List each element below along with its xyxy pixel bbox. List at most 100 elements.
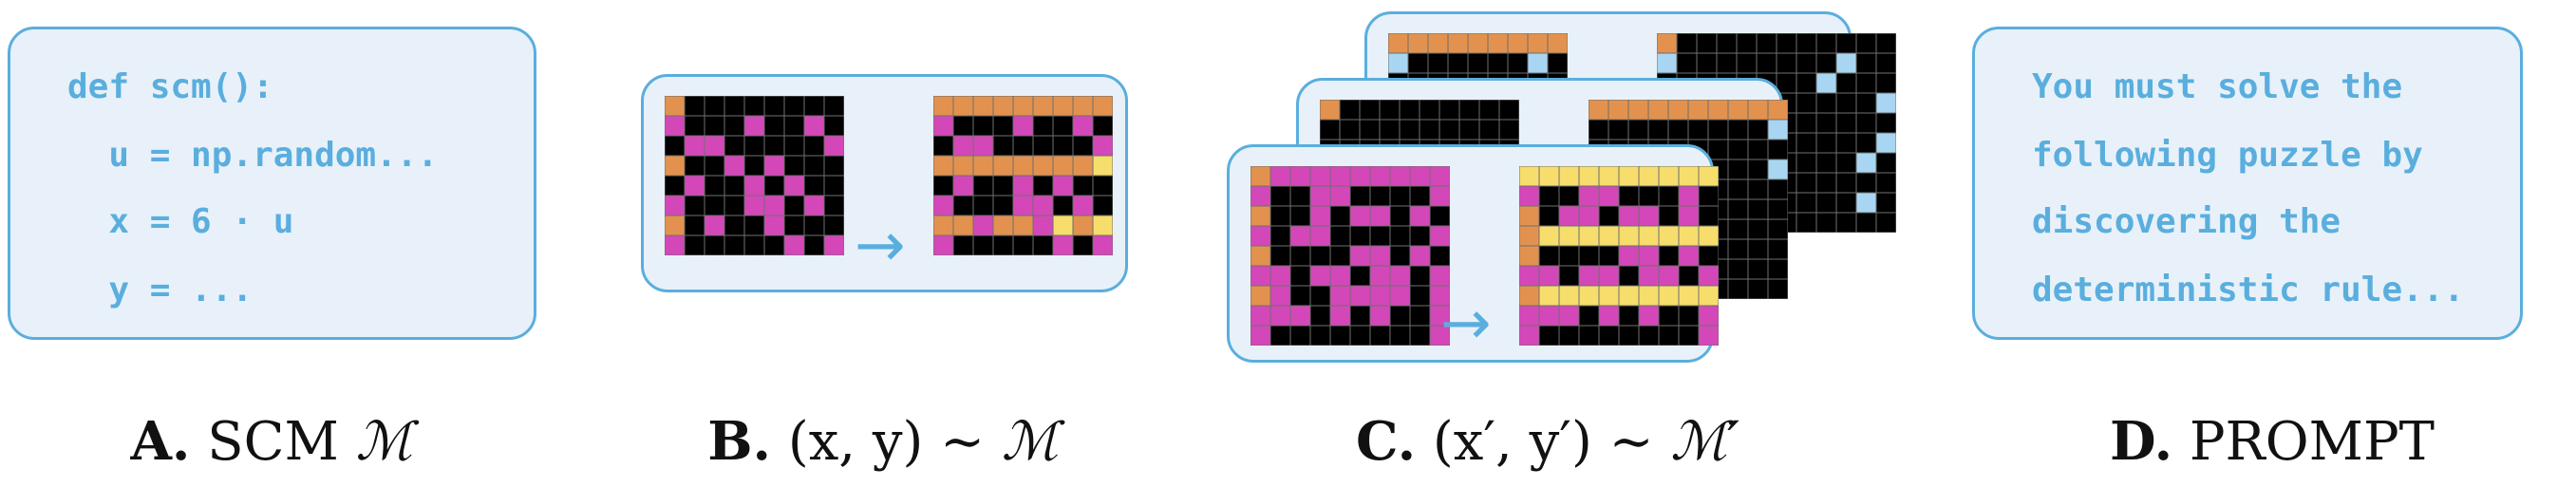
grid-cell — [933, 155, 954, 177]
grid-cell — [1409, 166, 1431, 187]
grid-cell — [1875, 92, 1896, 114]
grid-cell — [1815, 192, 1837, 214]
grid-cell — [1072, 96, 1094, 117]
grid-cell — [743, 115, 765, 137]
grid-cell — [1558, 325, 1580, 346]
grid-cell — [972, 175, 994, 197]
grid-cell — [1796, 112, 1817, 134]
grid-cell — [823, 195, 844, 216]
grid-cell — [1467, 52, 1489, 74]
grid-cell — [1478, 100, 1500, 121]
grid-cell — [1269, 285, 1291, 307]
grid-cell — [1012, 195, 1034, 216]
grid-cell — [1578, 245, 1600, 267]
grid-cell — [972, 215, 994, 236]
grid-cell — [972, 135, 994, 157]
grid-cell — [1558, 166, 1580, 187]
grid-cell — [743, 215, 765, 236]
grid-cell — [783, 96, 805, 117]
grid-cell — [1409, 265, 1431, 287]
grid-cell — [665, 96, 686, 117]
grid-cell — [1389, 166, 1411, 187]
grid-cell — [1767, 258, 1788, 280]
grid-b-output — [933, 96, 1113, 255]
grid-cell — [1052, 175, 1074, 197]
caption-d-letter: D. — [2110, 410, 2173, 473]
grid-cell — [1389, 245, 1411, 267]
grid-cell — [992, 234, 1014, 255]
code-line-4: y = ... — [67, 271, 254, 309]
grid-cell — [1598, 285, 1620, 307]
grid-cell — [1467, 33, 1489, 54]
grid-cell — [783, 155, 805, 177]
grid-cell — [1409, 305, 1431, 327]
caption-c-math: ℳ′ — [1670, 411, 1739, 473]
grid-cell — [1658, 185, 1680, 207]
caption-a-text: SCM — [207, 411, 339, 473]
grid-cell — [992, 215, 1014, 236]
grid-cell — [1658, 225, 1680, 247]
grid-cell — [763, 195, 785, 216]
grid-cell — [1698, 305, 1719, 327]
grid-cell — [992, 195, 1014, 216]
grid-cell — [1855, 72, 1877, 94]
grid-cell — [1369, 305, 1391, 327]
grid-cell — [933, 215, 954, 236]
grid-cell — [1696, 52, 1718, 74]
grid-cell — [1727, 278, 1749, 299]
grid-cell — [1767, 278, 1788, 299]
grid-cell — [1875, 112, 1896, 134]
grid-cell — [724, 215, 745, 236]
grid-cell — [684, 234, 705, 255]
grid-cell — [1269, 225, 1291, 247]
grid-cell — [1527, 52, 1549, 74]
grid-cell — [1429, 245, 1450, 267]
grid-cell — [1012, 135, 1034, 157]
grid-cell — [704, 115, 725, 137]
grid-cell — [1558, 225, 1580, 247]
grid-cell — [1658, 285, 1680, 307]
grid-cell — [1835, 212, 1857, 233]
grid-cell — [1647, 119, 1669, 140]
grid-cell — [1339, 119, 1361, 140]
grid-cell — [1855, 112, 1877, 134]
grid-cell — [1618, 305, 1640, 327]
grid-cell — [1875, 152, 1896, 174]
grid-cell — [1269, 166, 1291, 187]
caption-c-text: (x′, y′) ∼ — [1432, 411, 1671, 473]
grid-cell — [1269, 265, 1291, 287]
grid-cell — [1092, 215, 1113, 236]
grid-cell — [992, 175, 1014, 197]
grid-cell — [992, 96, 1014, 117]
grid-cell — [1676, 52, 1698, 74]
grid-cell — [1875, 52, 1896, 74]
grid-cell — [1698, 285, 1719, 307]
grid-cell — [1389, 205, 1411, 227]
grid-cell — [1618, 325, 1640, 346]
grid-cell — [1835, 33, 1857, 54]
grid-cell — [684, 115, 705, 137]
caption-c-letter: C. — [1356, 410, 1417, 473]
grid-cell — [1309, 225, 1331, 247]
grid-cell — [1407, 33, 1429, 54]
grid-cell — [665, 135, 686, 157]
grid-cell — [743, 195, 765, 216]
grid-cell — [1092, 135, 1113, 157]
grid-cell — [783, 215, 805, 236]
grid-cell — [1429, 166, 1450, 187]
grid-cell — [1538, 245, 1560, 267]
grid-cell — [1369, 225, 1391, 247]
grid-cell — [1747, 159, 1769, 180]
grid-cell — [704, 96, 725, 117]
grid-cell — [1698, 325, 1719, 346]
grid-cell — [1678, 205, 1700, 227]
grid-cell — [933, 135, 954, 157]
grid-cell — [1389, 265, 1411, 287]
grid-cell — [1638, 166, 1660, 187]
grid-cell — [1409, 185, 1431, 207]
grid-cell — [1678, 245, 1700, 267]
grid-cell — [972, 115, 994, 137]
grid-cell — [1012, 96, 1034, 117]
grid-cell — [1558, 205, 1580, 227]
grid-cell — [1676, 33, 1698, 54]
